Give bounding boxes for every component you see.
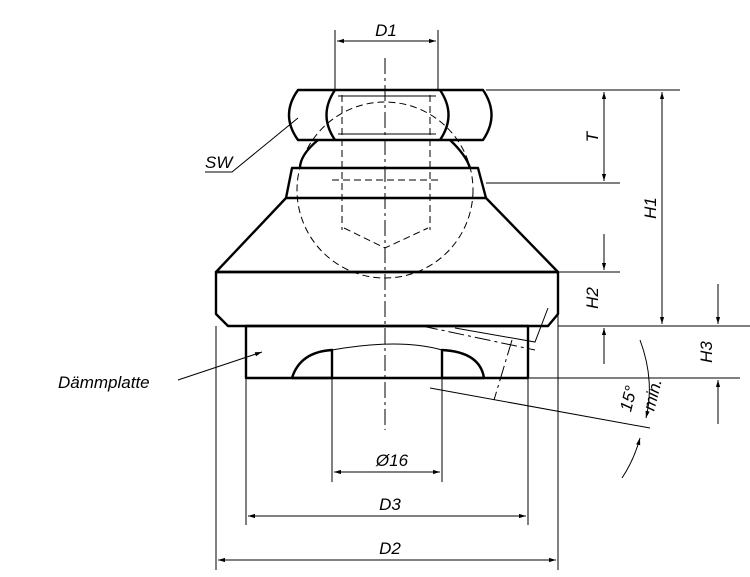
dimension-h2 [558,234,620,364]
dimension-d2 [215,314,559,570]
dimension-h1 [558,89,750,327]
label-damping-plate: Dämmplatte [58,373,150,392]
label-d1: D1 [375,21,397,40]
label-t: T [583,130,602,142]
sw-leader [205,117,299,173]
tilt-axis [421,325,536,351]
label-d3: D3 [379,495,401,514]
label-h2: H2 [583,287,602,309]
label-angle-note: min. [640,377,666,413]
dimension-d3 [245,378,529,525]
cone-body [214,197,560,274]
damping-plate-leader [177,351,263,381]
tilt-axis-vertical [493,339,513,401]
base-disk [214,270,560,328]
dimension-d1 [334,30,439,90]
label-h1: H1 [641,197,660,219]
label-angle-value: 15° [616,384,641,414]
label-h3: H3 [697,341,716,363]
dimension-dia16 [331,378,443,482]
label-dia16: Ø16 [375,451,409,470]
dimension-t [486,89,620,184]
socket-collar [284,166,488,200]
dimension-h3 [528,284,740,424]
angle-indicator [429,339,651,479]
label-d2: D2 [379,539,401,558]
hex-nut [287,88,493,142]
label-sw: SW [205,153,234,172]
tilt-edge [454,307,549,343]
